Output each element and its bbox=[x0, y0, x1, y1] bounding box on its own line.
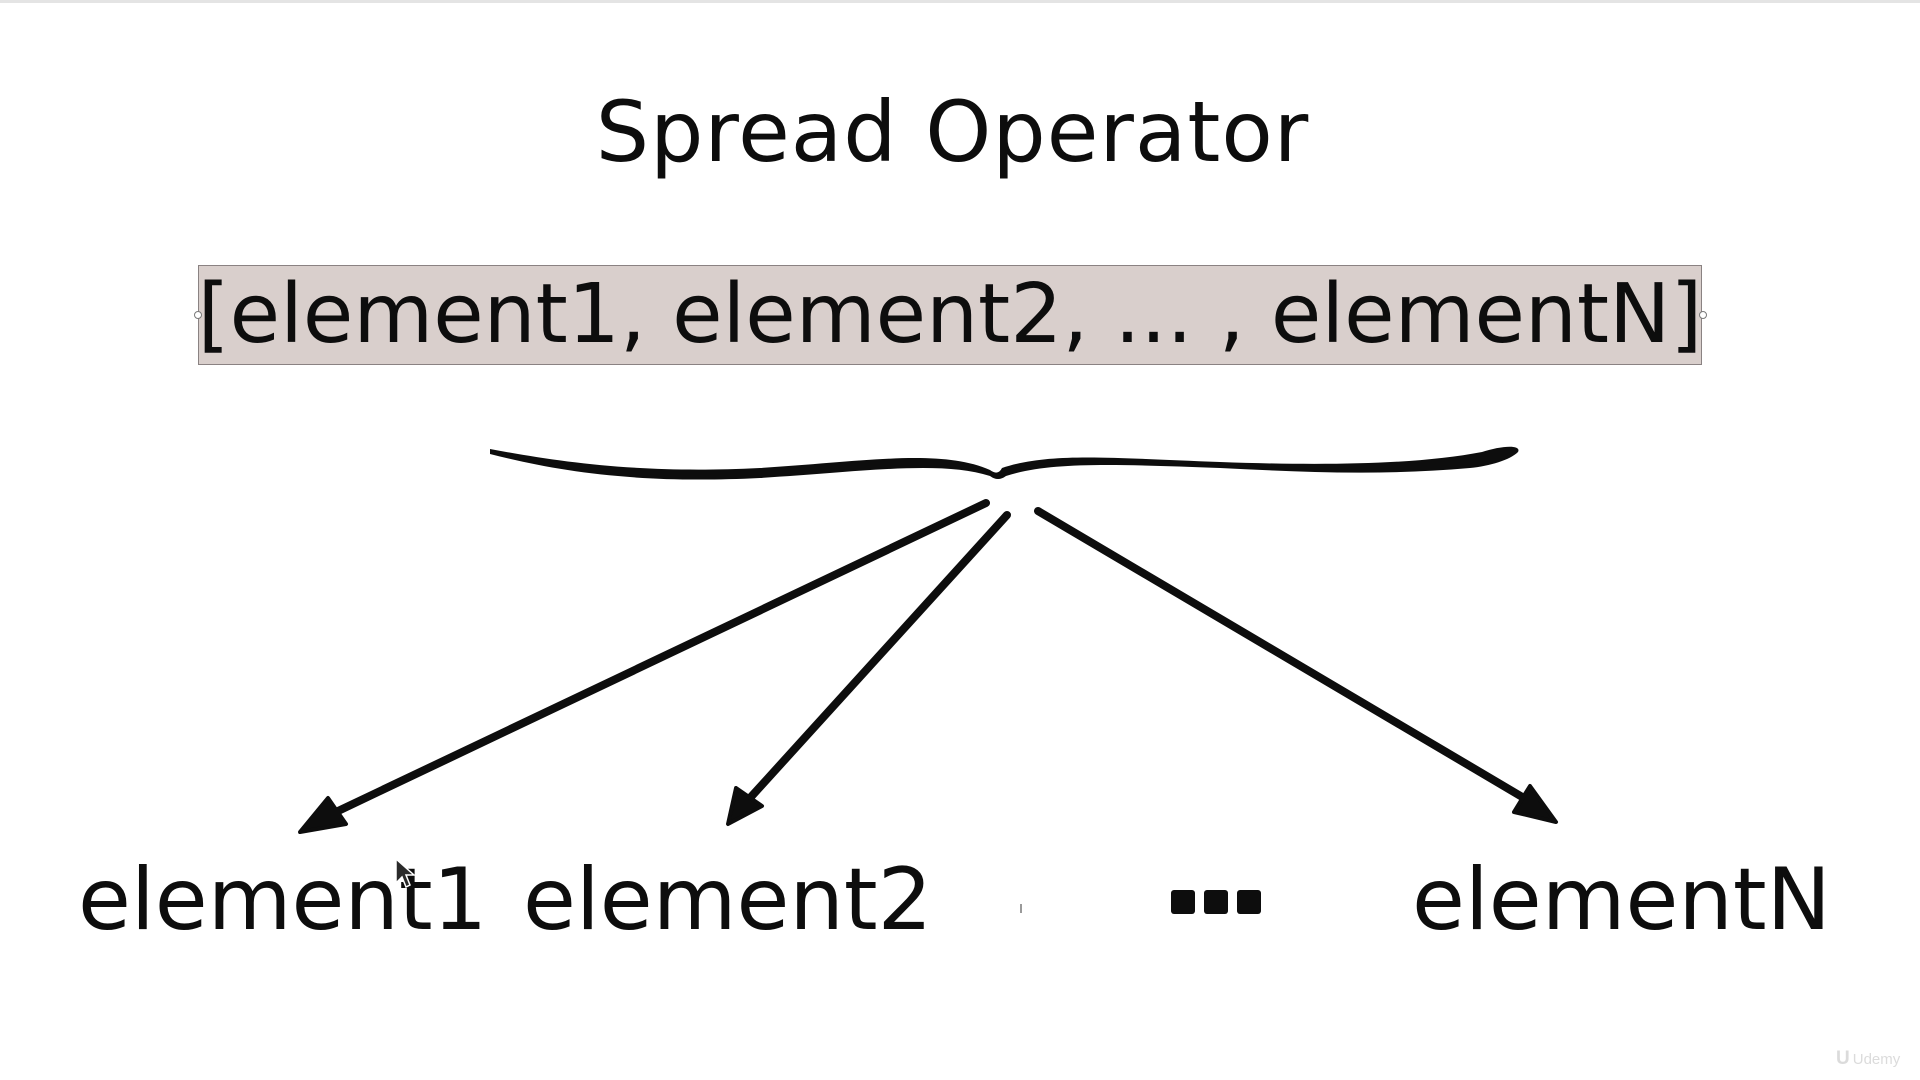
output-elementN: elementN bbox=[1412, 850, 1831, 950]
top-divider bbox=[0, 0, 1920, 3]
dot-icon bbox=[1237, 890, 1261, 914]
arrow-to-elementN-icon bbox=[1034, 507, 1558, 824]
arrow-to-element1-icon bbox=[298, 499, 990, 834]
curly-brace-icon bbox=[490, 446, 1519, 480]
slide-title: Spread Operator bbox=[595, 83, 1310, 181]
arrow-to-element2-icon bbox=[726, 511, 1011, 826]
watermark-brand: Udemy bbox=[1852, 1050, 1901, 1068]
dot-icon bbox=[1204, 890, 1228, 914]
selection-handle-left[interactable] bbox=[194, 311, 202, 319]
three-dots-icon bbox=[1171, 890, 1261, 914]
output-element1: element1 bbox=[78, 850, 488, 950]
array-literal-text: [element1, element2, ... , elementN] bbox=[197, 267, 1703, 362]
mouse-cursor-icon bbox=[395, 857, 416, 889]
stray-mark bbox=[1020, 904, 1022, 913]
udemy-watermark: U Udemy bbox=[1836, 1047, 1916, 1071]
dot-icon bbox=[1171, 890, 1195, 914]
udemy-logo-icon: U bbox=[1836, 1048, 1850, 1069]
output-element2: element2 bbox=[523, 850, 933, 950]
array-literal-highlight[interactable]: [element1, element2, ... , elementN] bbox=[198, 265, 1702, 365]
selection-handle-right[interactable] bbox=[1699, 311, 1707, 319]
